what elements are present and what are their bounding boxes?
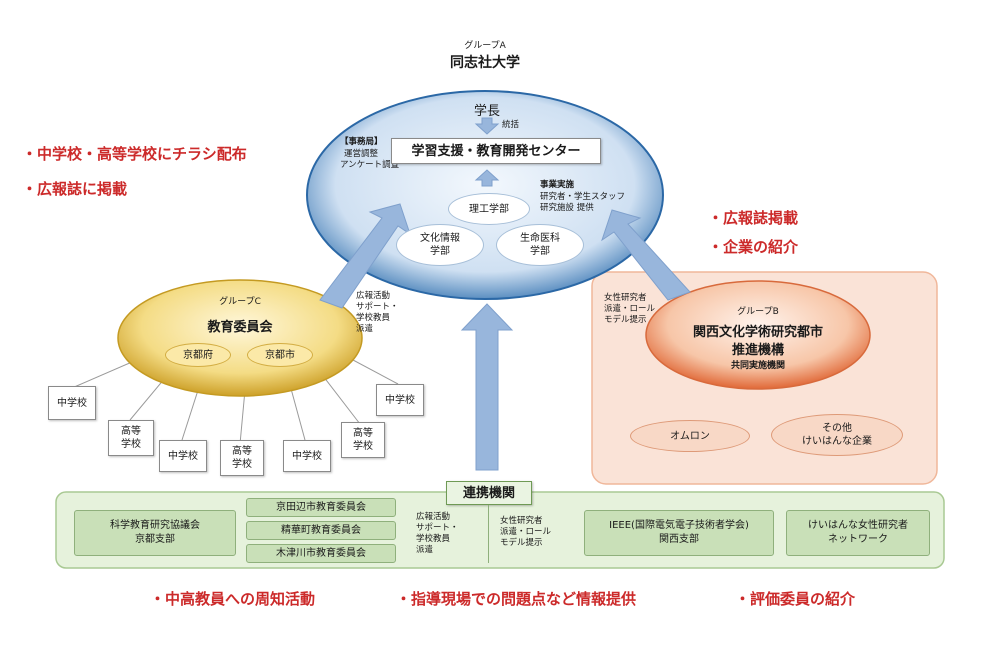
support-line-2: 研究施設 提供 bbox=[540, 203, 594, 213]
member-omron-label: オムロン bbox=[670, 430, 710, 442]
member-omron: オムロン bbox=[630, 420, 750, 452]
school-box-4: 高等 学校 bbox=[220, 440, 264, 476]
group-b-name-line-1: 関西文化学術研究都市 bbox=[692, 325, 823, 340]
b-arrow-note-1: 女性研究者 bbox=[604, 293, 647, 303]
school-box-5: 中学校 bbox=[283, 440, 331, 472]
faculty-life-medical: 生命医科学部 bbox=[496, 224, 584, 266]
office-line-1: 運営調整 bbox=[344, 149, 379, 159]
member-kyoto-city: 京都市 bbox=[247, 343, 313, 367]
partner-right-note-2: 派遣・ロール bbox=[500, 527, 552, 537]
group-c-ellipse bbox=[117, 279, 363, 397]
partner-keihanna-line-1: けいはんな女性研究者 bbox=[808, 520, 908, 531]
school-box-6: 高等 学校 bbox=[341, 422, 385, 458]
school-box-3: 中学校 bbox=[159, 440, 207, 472]
office-line-2: アンケート調査 bbox=[340, 160, 400, 170]
faculty-culture-line-1: 文化情報 bbox=[420, 233, 460, 244]
school-box-1: 中学校 bbox=[48, 386, 96, 420]
partners-title: 連携機関 bbox=[446, 481, 532, 505]
arrow-partners-to-a bbox=[460, 303, 514, 471]
partner-science-council: 科学教育研究協議会京都支部 bbox=[74, 510, 236, 556]
group-b-ellipse bbox=[645, 280, 871, 390]
bullet-teacher-outreach: ・中高教員への周知活動 bbox=[150, 590, 316, 608]
partner-left-note-4: 派遣 bbox=[416, 545, 434, 555]
president-label: 学長 bbox=[473, 104, 500, 119]
committee-kizugawa: 木津川市教育委員会 bbox=[246, 544, 396, 563]
group-c-label: グループC bbox=[219, 297, 261, 307]
group-b-name-line-2: 推進機構 bbox=[731, 343, 784, 358]
partner-right-note-3: モデル提示 bbox=[500, 538, 543, 548]
b-arrow-note-2: 派遣・ロール bbox=[604, 304, 656, 314]
c-arrow-note-4: 派遣 bbox=[356, 324, 374, 334]
faculty-life-line-2: 学部 bbox=[530, 246, 550, 257]
group-c-name: 教育委員会 bbox=[207, 320, 273, 335]
group-a-label: グループA bbox=[464, 41, 506, 51]
partner-science-council-line-1: 科学教育研究協議会 bbox=[110, 520, 200, 531]
c-arrow-note-2: サポート・ bbox=[356, 302, 399, 312]
partner-ieee-line-1: IEEE(国際電気電子技術者学会) bbox=[609, 520, 749, 531]
oversight-note: 統括 bbox=[502, 120, 520, 130]
learning-support-center: 学習支援・教育開発センター bbox=[391, 138, 601, 164]
bullet-field-info: ・指導現場での問題点など情報提供 bbox=[396, 590, 637, 608]
committee-seika: 精華町教育委員会 bbox=[246, 521, 396, 540]
faculty-science-engineering: 理工学部 bbox=[448, 193, 530, 225]
bullet-flyers: ・中学校・高等学校にチラシ配布 bbox=[22, 145, 247, 163]
support-label: 事業実施 bbox=[540, 180, 575, 190]
partner-left-note-2: サポート・ bbox=[416, 523, 459, 533]
partners-divider bbox=[488, 505, 489, 563]
c-arrow-note-1: 広報活動 bbox=[356, 291, 391, 301]
faculty-life-line-1: 生命医科 bbox=[520, 233, 560, 244]
bullet-newsletter: ・広報誌に掲載 bbox=[22, 180, 128, 198]
faculty-science-engineering-label: 理工学部 bbox=[469, 203, 509, 215]
office-label: 【事務局】 bbox=[340, 137, 383, 147]
faculty-culture-information: 文化情報学部 bbox=[396, 224, 484, 266]
committee-kyotanabe: 京田辺市教育委員会 bbox=[246, 498, 396, 517]
school-box-2: 高等 学校 bbox=[108, 420, 154, 456]
arrow-b-to-a bbox=[601, 209, 691, 301]
arrow-c-to-a bbox=[319, 203, 411, 309]
partner-right-note-1: 女性研究者 bbox=[500, 516, 543, 526]
bullet-newsletter-posting: ・広報誌掲載 bbox=[708, 209, 799, 227]
member-kyoto-prefecture: 京都府 bbox=[165, 343, 231, 367]
partner-ieee-kansai: IEEE(国際電気電子技術者学会) 関西支部 bbox=[584, 510, 774, 556]
group-b-sub: 共同実施機関 bbox=[730, 361, 785, 371]
partner-left-note-3: 学校教員 bbox=[416, 534, 451, 544]
partner-keihanna-line-2: ネットワーク bbox=[828, 534, 888, 545]
group-b-label: グループB bbox=[737, 307, 779, 317]
partner-science-council-line-2: 京都支部 bbox=[135, 534, 175, 545]
school-box-7: 中学校 bbox=[376, 384, 424, 416]
partner-ieee-line-2: 関西支部 bbox=[659, 534, 699, 545]
faculty-culture-line-2: 学部 bbox=[430, 246, 450, 257]
partner-keihanna-network: けいはんな女性研究者ネットワーク bbox=[786, 510, 930, 556]
arrow-president-to-center bbox=[474, 117, 500, 135]
b-arrow-note-3: モデル提示 bbox=[604, 315, 647, 325]
support-line-1: 研究者・学生スタッフ bbox=[540, 192, 626, 202]
partner-left-note-1: 広報活動 bbox=[416, 512, 451, 522]
group-a-name: 同志社大学 bbox=[450, 55, 520, 71]
c-arrow-note-3: 学校教員 bbox=[356, 313, 391, 323]
member-kyoto-prefecture-label: 京都府 bbox=[183, 349, 213, 361]
bullet-evaluator-intro: ・評価委員の紹介 bbox=[735, 590, 856, 608]
arrow-faculty-to-center bbox=[474, 169, 500, 187]
member-kyoto-city-label: 京都市 bbox=[265, 349, 295, 361]
bullet-company-intro: ・企業の紹介 bbox=[708, 238, 799, 256]
member-other-keihanna: その他 けいはんな企業 bbox=[771, 414, 903, 456]
